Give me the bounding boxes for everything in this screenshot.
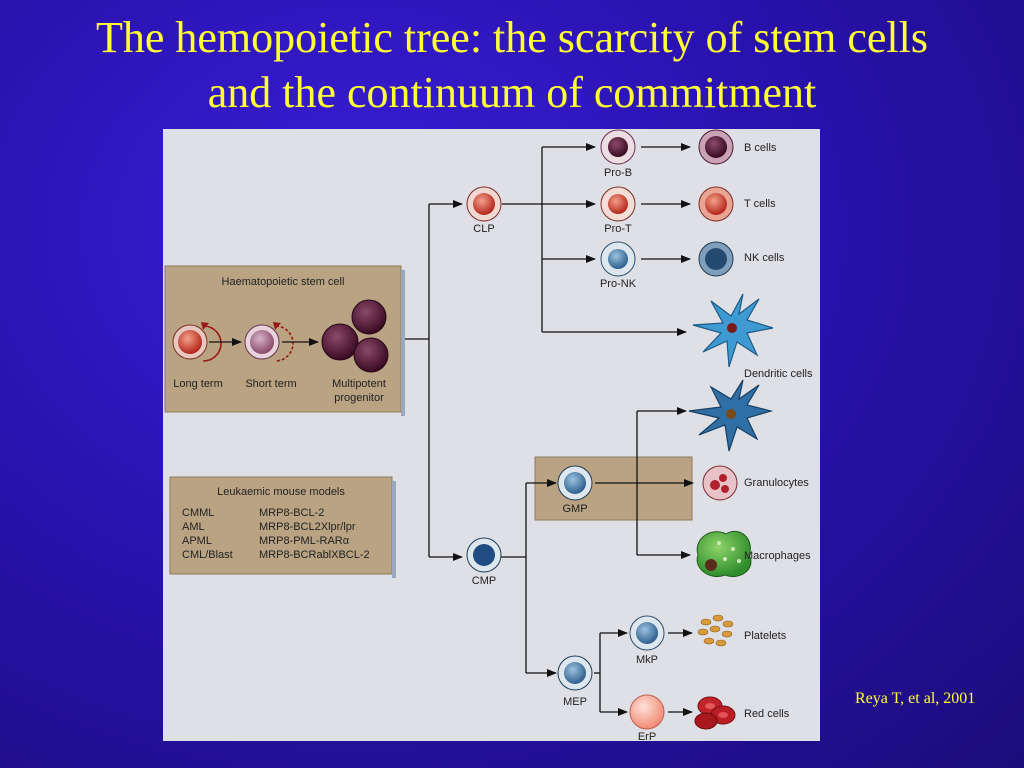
dendritic-cell-myeloid-icon [688, 379, 774, 452]
granulocyte-icon [702, 465, 738, 501]
pro-nk-label: Pro-NK [600, 278, 637, 290]
dendritic-cell-icon [692, 293, 774, 368]
leukaemic-disease-0: CMML [182, 507, 214, 519]
nk-cell-icon [698, 241, 734, 277]
gmp-label: GMP [562, 503, 587, 515]
long-term-label: Long term [173, 378, 223, 390]
slide-title-line2: and the continuum of commitment [207, 68, 817, 117]
red-cells-label: Red cells [744, 708, 790, 720]
platelets-label: Platelets [744, 630, 787, 642]
gmp-panel [534, 456, 693, 521]
mkp-label: MkP [636, 654, 658, 666]
multipotent-progenitor-cells [321, 299, 389, 373]
pro-t-label: Pro-T [604, 223, 632, 235]
platelets-icon [697, 614, 734, 647]
slide-title-line1: The hemopoietic tree: the scarcity of st… [95, 13, 928, 62]
t-cells-label: T cells [744, 198, 776, 210]
tree-diagram: Haematopoietic stem cell Long term [164, 129, 813, 741]
cmp-cell [466, 537, 502, 573]
hsc-panel-title: Haematopoietic stem cell [222, 276, 345, 288]
b-cell-icon [698, 129, 734, 165]
leukaemic-disease-2: APML [182, 535, 212, 547]
b-cells-label: B cells [744, 142, 777, 154]
lineage-connectors [405, 143, 694, 716]
dendritic-cells-label: Dendritic cells [744, 368, 813, 380]
hsc-panel: Haematopoietic stem cell Long term [164, 265, 405, 416]
citation: Reya T, et al, 2001 [855, 690, 976, 707]
pro-b-label: Pro-B [604, 167, 632, 179]
leukaemic-panel-title: Leukaemic mouse models [217, 486, 345, 498]
short-term-label: Short term [245, 378, 296, 390]
multipotent-label-line1: Multipotent [332, 378, 386, 390]
t-cell-icon [698, 186, 734, 222]
leukaemic-disease-3: CML/Blast [182, 549, 233, 561]
pro-b-cell [600, 129, 636, 165]
leukaemic-model-3: MRP8-BCRablXBCL-2 [259, 549, 370, 561]
macrophages-label: Macrophages [744, 550, 811, 562]
long-term-cell [172, 322, 222, 362]
pro-t-cell [600, 186, 636, 222]
leukaemic-panel: Leukaemic mouse models CMML MRP8-BCL-2 A… [169, 476, 396, 578]
mep-cell [557, 655, 593, 691]
cmp-label: CMP [472, 575, 496, 587]
multipotent-label-line2: progenitor [334, 392, 384, 404]
macrophage-icon [696, 531, 752, 577]
slide-title: The hemopoietic tree: the scarcity of st… [0, 10, 1024, 120]
hematopoietic-tree-figure: Haematopoietic stem cell Long term [163, 129, 820, 741]
leukaemic-model-2: MRP8-PML-RARα [259, 535, 350, 547]
short-term-cell [244, 322, 294, 362]
mkp-cell [629, 615, 665, 651]
gmp-cell [557, 465, 593, 501]
leukaemic-disease-1: AML [182, 521, 205, 533]
mep-label: MEP [563, 696, 587, 708]
erp-label: ErP [638, 731, 656, 741]
nk-cells-label: NK cells [744, 252, 785, 264]
clp-cell [466, 186, 502, 222]
granulocytes-label: Granulocytes [744, 477, 809, 489]
pro-nk-cell [600, 241, 636, 277]
clp-label: CLP [473, 223, 494, 235]
leukaemic-model-0: MRP8-BCL-2 [259, 507, 324, 519]
red-cells-icon [694, 696, 736, 730]
erp-cell [629, 694, 665, 730]
leukaemic-model-1: MRP8-BCL2Xlpr/lpr [259, 521, 356, 533]
